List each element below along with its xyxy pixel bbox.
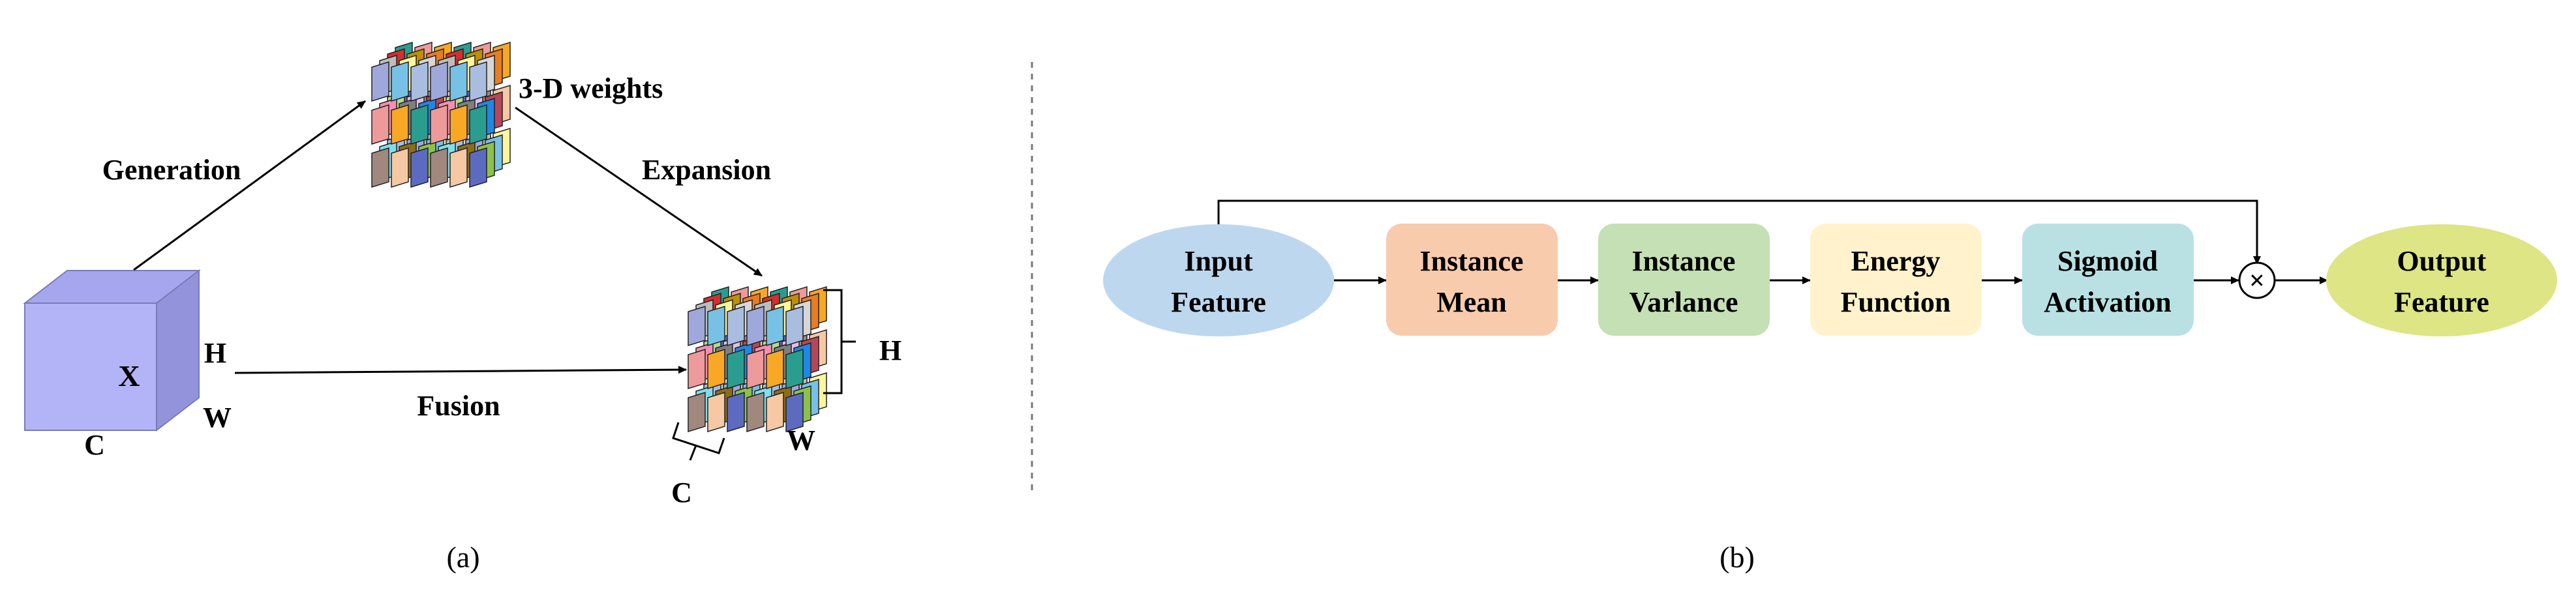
weight-tile [371, 147, 389, 188]
expansion-arrow [515, 106, 763, 277]
cube-label-x: X [118, 359, 140, 392]
weight-tile [707, 348, 725, 390]
node-input-line2: Feature [1171, 286, 1266, 318]
weight-tile [391, 61, 409, 102]
weight-tile [469, 147, 487, 188]
weight-tile [410, 61, 429, 102]
panel-b: Input Feature Instance Mean Instance Var… [1103, 199, 2557, 574]
weight-tile [469, 104, 487, 145]
node-variance-line1: Instance [1632, 245, 1736, 277]
weight-tile [746, 348, 765, 390]
weight-tile [410, 104, 429, 145]
multiply-symbol: × [2249, 266, 2265, 296]
weight-tile [688, 391, 706, 433]
node-input-line1: Input [1184, 245, 1253, 277]
weights-3d-block [371, 41, 511, 188]
node-output-line1: Output [2397, 245, 2487, 277]
weight-tile [688, 305, 706, 347]
node-sigmoid-line1: Sigmoid [2057, 245, 2158, 277]
weight-tile [469, 61, 487, 102]
node-variance-line2: Varlance [1629, 286, 1738, 318]
fusion-label: Fusion [417, 390, 500, 422]
node-mean-line1: Instance [1420, 245, 1524, 277]
panel-a: X H W C Generation 3-D weights Expansion… [23, 41, 902, 574]
weight-tile [688, 348, 706, 390]
weight-tile [707, 305, 725, 347]
fusion-arrow [234, 366, 687, 374]
node-instance-variance: Instance Varlance [1598, 224, 1770, 336]
multiply-node: × [2238, 261, 2276, 299]
node-sigmoid-line2: Activation [2044, 286, 2172, 318]
expansion-label: Expansion [642, 154, 771, 186]
weight-tile [449, 104, 468, 145]
cube-label-h: H [204, 337, 226, 369]
node-output-feature: Output Feature [2326, 224, 2557, 336]
node-energy-line1: Energy [1851, 245, 1941, 277]
weight-tile [410, 147, 429, 188]
weight-tile [746, 391, 765, 433]
weight-tile [391, 104, 409, 145]
weight-tile [766, 305, 784, 347]
cube-label-c: C [84, 429, 105, 461]
weight-tile [430, 61, 448, 102]
output-label-w: W [787, 424, 815, 456]
weight-tile [371, 61, 389, 102]
weight-tile [449, 147, 468, 188]
weight-tile [371, 104, 389, 145]
weight-tile [727, 391, 745, 433]
node-mean-line2: Mean [1436, 286, 1507, 318]
cube-label-w: W [203, 402, 232, 434]
node-input-feature: Input Feature [1103, 224, 1334, 336]
height-brace [823, 289, 856, 394]
node-output-line2: Feature [2394, 286, 2489, 318]
weight-tile [746, 305, 765, 347]
weights-label: 3-D weights [519, 72, 663, 104]
input-tensor-cube: X H W C [23, 269, 232, 461]
output-label-h: H [879, 334, 902, 366]
weight-tile [727, 348, 745, 390]
node-sigmoid-activation: Sigmoid Activation [2022, 224, 2194, 336]
weight-tile [727, 305, 745, 347]
weight-tile [391, 147, 409, 188]
generation-label: Generation [102, 154, 241, 186]
weight-tile [785, 348, 804, 390]
expanded-weights-block [688, 286, 827, 433]
weight-tile [449, 61, 468, 102]
weight-tile [707, 391, 725, 433]
node-instance-mean: Instance Mean [1386, 224, 1558, 336]
weight-tile [430, 104, 448, 145]
weight-tile [766, 391, 784, 433]
weight-tile [785, 391, 804, 433]
weight-tile [785, 305, 804, 347]
generation-arrow [133, 100, 366, 271]
weight-tile [430, 147, 448, 188]
node-energy-function: Energy Function [1810, 224, 1982, 336]
caption-b: (b) [1720, 540, 1755, 574]
weight-tile [766, 348, 784, 390]
caption-a: (a) [446, 540, 479, 574]
node-energy-line2: Function [1841, 286, 1951, 318]
output-label-c: C [671, 477, 692, 509]
channel-brace [672, 422, 725, 461]
skip-connection [1217, 199, 2261, 265]
